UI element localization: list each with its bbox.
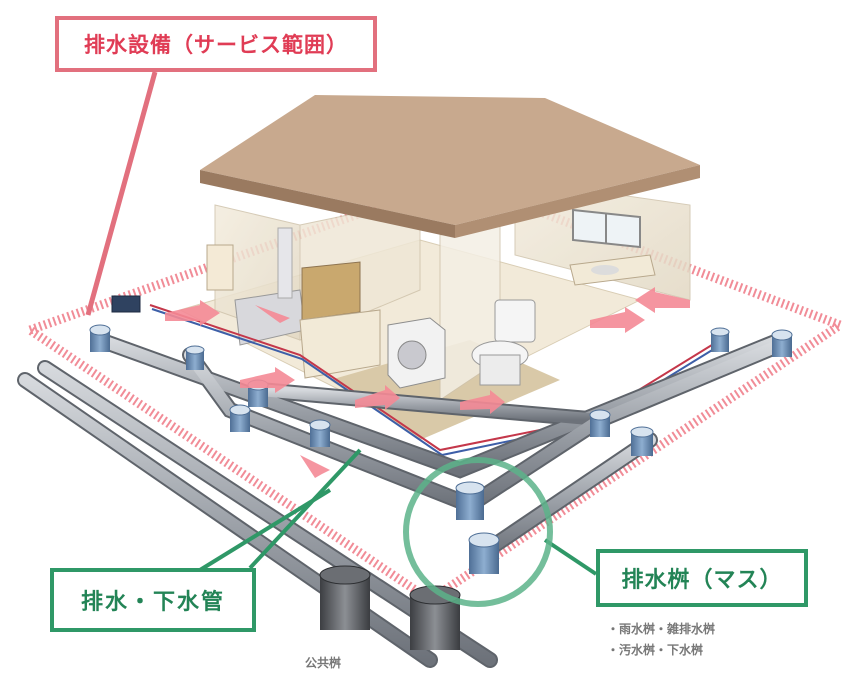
basin-types-line-1: ・雨水桝・雑排水桝 (607, 622, 716, 636)
drain-basin-label: 排水桝（マス） (596, 549, 808, 607)
vanity-sink (569, 254, 656, 286)
basin (229, 404, 251, 432)
basin (89, 324, 111, 352)
basin (468, 532, 500, 574)
public-basins (319, 565, 461, 650)
basin (455, 481, 485, 520)
window (572, 208, 641, 249)
drain-sewer-pipe-label: 排水・下水管 (50, 568, 256, 632)
leader-lines (85, 71, 598, 576)
toilet (471, 299, 536, 386)
kitchen-sink-cabinet (299, 261, 381, 379)
utility-box (111, 295, 141, 313)
bathtub (234, 227, 306, 346)
house-roof (200, 95, 700, 238)
basin (309, 419, 331, 447)
public-basin-caption: 公共桝 (305, 656, 342, 670)
service-arrows (165, 287, 690, 478)
basin (185, 345, 205, 370)
basin (771, 329, 793, 357)
basin (710, 327, 730, 352)
water-heater (206, 244, 234, 291)
washing-machine (387, 317, 446, 389)
basin-types-line-2: ・汚水桝・下水桝 (607, 643, 704, 657)
basin (589, 409, 611, 437)
service-range-label: 排水設備（サービス範囲） (55, 16, 377, 72)
drain-basins (89, 324, 793, 574)
basin (630, 426, 654, 456)
basin-highlight-circle (403, 457, 553, 607)
